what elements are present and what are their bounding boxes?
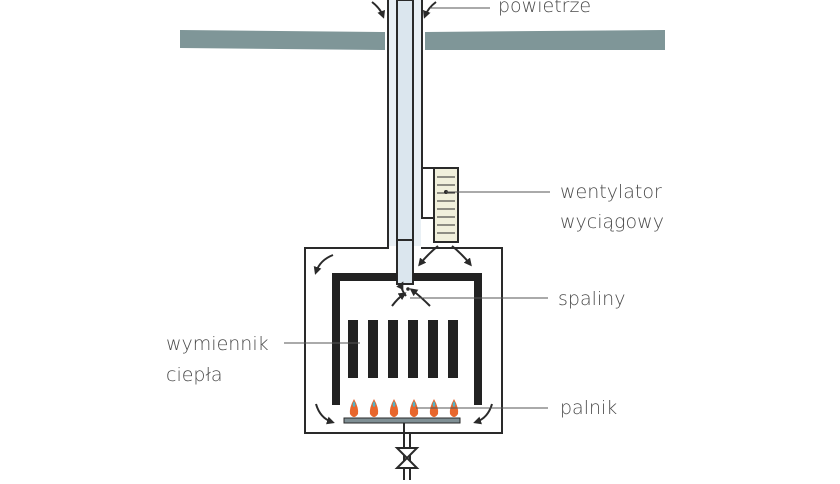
valve-icon xyxy=(394,447,420,469)
label-burner: palnik xyxy=(560,397,617,419)
curved-arrow-icon xyxy=(371,1,385,19)
curved-arrow-icon xyxy=(313,254,334,275)
fan-icon xyxy=(433,167,459,243)
curved-arrow-icon xyxy=(418,245,439,267)
air-flow-arrows xyxy=(313,1,493,425)
exchanger-plate xyxy=(348,320,358,378)
curved-arrow-icon xyxy=(473,403,493,425)
combustion-chamber xyxy=(332,273,482,405)
leader-lines xyxy=(284,7,550,409)
flame-icon xyxy=(409,399,419,417)
label-exchanger-line2: ciepła xyxy=(166,364,223,386)
exchanger-plate xyxy=(388,320,398,378)
label-flue-gas: spaliny xyxy=(558,288,625,310)
flame-icon xyxy=(349,399,359,417)
label-exchanger-line1: wymiennik xyxy=(166,333,269,355)
label-fan-line1: wentylator xyxy=(560,181,662,203)
wall-slab xyxy=(180,30,385,50)
wall-slab xyxy=(425,30,665,50)
fan-housing xyxy=(421,167,435,219)
heat-exchanger-plates xyxy=(348,320,458,378)
flame-icon xyxy=(369,399,379,417)
burner-bar xyxy=(343,417,461,424)
exchanger-plate xyxy=(368,320,378,378)
curved-arrow-icon xyxy=(315,403,335,425)
curved-arrow-icon xyxy=(451,245,472,267)
label-air: powietrze xyxy=(498,0,591,17)
curved-arrow-icon xyxy=(409,288,431,307)
label-fan-line2: wyciągowy xyxy=(560,211,664,233)
burner-flames xyxy=(349,399,459,417)
curved-arrow-icon xyxy=(423,1,437,19)
exchanger-plate xyxy=(448,320,458,378)
exchanger-plate xyxy=(408,320,418,378)
curved-arrow-icon xyxy=(391,292,407,307)
flame-icon xyxy=(389,399,399,417)
air-duct xyxy=(387,0,423,248)
exchanger-plate xyxy=(428,320,438,378)
